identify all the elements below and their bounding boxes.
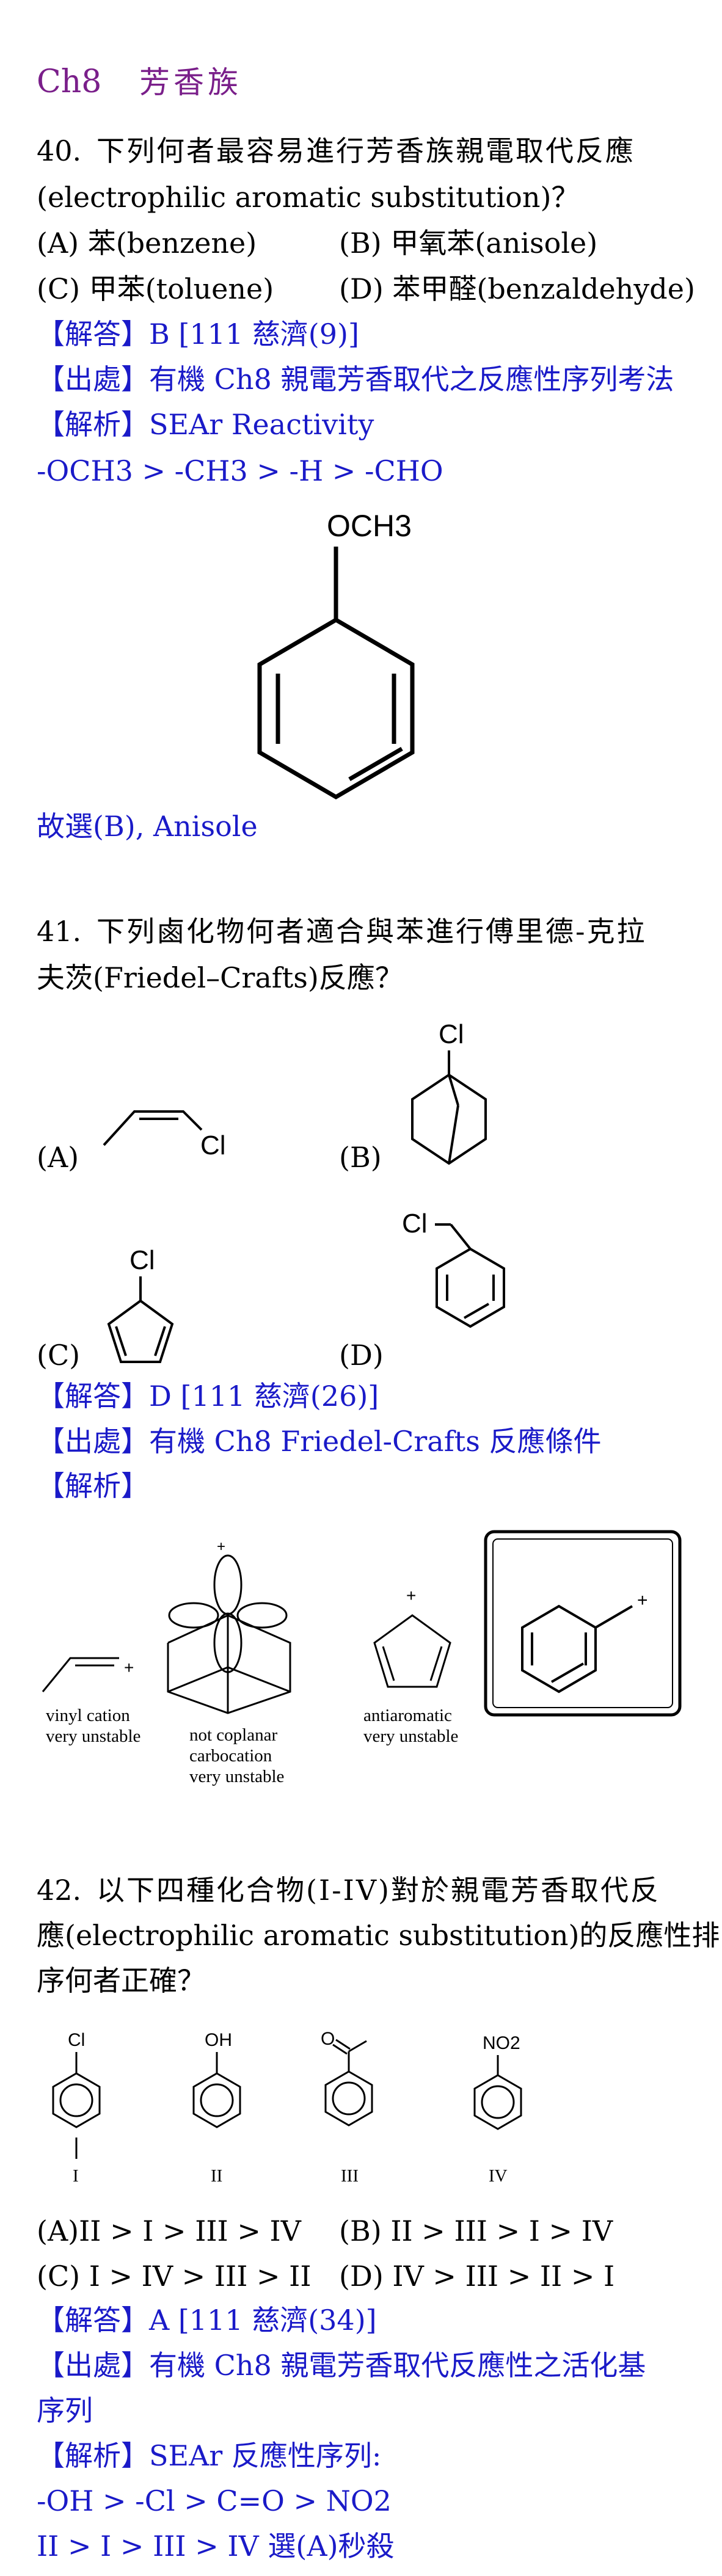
chapter-title: 芳香族 bbox=[139, 65, 242, 100]
svg-text:Cl: Cl bbox=[68, 2030, 85, 2050]
q42-stem-line3: 序何者正確？ bbox=[37, 1964, 205, 1997]
svg-text:IV: IV bbox=[489, 2166, 508, 2186]
svg-text:+: + bbox=[406, 1586, 416, 1605]
q40-number: 40. bbox=[37, 134, 82, 167]
q41-option-c: (C) bbox=[37, 1339, 81, 1372]
q42-final-answer: II > I > III > IV 選(A)秒殺 bbox=[37, 2530, 395, 2563]
q41-answer: 【解答】D [111 慈濟(26)] bbox=[37, 1380, 379, 1413]
q40-option-b: (B) 甲氧苯(anisole) bbox=[339, 227, 598, 260]
svg-text:Cl: Cl bbox=[200, 1130, 226, 1160]
q40-conclusion: 故選(B), Anisole bbox=[37, 810, 258, 843]
svg-text:NO2: NO2 bbox=[483, 2033, 520, 2053]
svg-text:+: + bbox=[124, 1658, 134, 1677]
q40-stem-line1: 下列何者最容易進行芳香族親電取代反應 bbox=[97, 134, 635, 167]
svg-text:Cl: Cl bbox=[439, 1019, 464, 1049]
svg-text:II: II bbox=[211, 2166, 222, 2186]
q42-option-a: (A)II > I > III > IV bbox=[37, 2214, 301, 2247]
svg-text:antiaromatic: antiaromatic bbox=[363, 1706, 452, 1725]
q42-source-line2: 序列 bbox=[37, 2394, 93, 2427]
q40-stem-line2: (electrophilic aromatic substitution)？ bbox=[37, 181, 580, 214]
q41-explanation-figure: + vinyl cation very unstable + not copla… bbox=[42, 1530, 682, 1786]
q41-structure-c: Cl bbox=[107, 1245, 174, 1363]
q42-option-b: (B) II > III > I > IV bbox=[339, 2214, 613, 2247]
svg-text:carbocation: carbocation bbox=[189, 1746, 272, 1766]
svg-text:very unstable: very unstable bbox=[363, 1726, 458, 1746]
q41-structure-b: Cl bbox=[411, 1019, 487, 1165]
q42-number: 42. bbox=[37, 1874, 82, 1907]
q41-structure-a: Cl bbox=[103, 1110, 226, 1160]
q41-option-a: (A) bbox=[37, 1141, 79, 1174]
svg-text:I: I bbox=[73, 2166, 79, 2186]
q42-reactivity-order: -OH > -Cl > C=O > NO2 bbox=[37, 2484, 392, 2517]
q40-reactivity-order: -OCH3 > -CH3 > -H > -CHO bbox=[37, 454, 443, 487]
svg-text:not coplanar: not coplanar bbox=[189, 1725, 277, 1745]
anisole-structure: OCH3 bbox=[257, 509, 415, 800]
q42-analysis: 【解析】SEAr 反應性序列: bbox=[37, 2439, 382, 2472]
q41-source: 【出處】有機 Ch8 Friedel-Crafts 反應條件 bbox=[37, 1425, 602, 1458]
q41-option-b: (B) bbox=[339, 1141, 382, 1174]
svg-text:OH: OH bbox=[205, 2030, 232, 2050]
q40-answer: 【解答】B [111 慈濟(9)] bbox=[37, 318, 359, 351]
svg-text:Cl: Cl bbox=[129, 1245, 155, 1275]
q42-stem-line2: 應(electrophilic aromatic substitution)的反… bbox=[37, 1919, 720, 1952]
q41-stem-line1: 下列鹵化物何者適合與苯進行傅里德-克拉 bbox=[97, 915, 647, 948]
q42-source-line1: 【出處】有機 Ch8 親電芳香取代反應性之活化基 bbox=[37, 2349, 646, 2382]
q41-stem-line2: 夫茨(Friedel–Crafts)反應？ bbox=[37, 961, 403, 994]
svg-text:very unstable: very unstable bbox=[189, 1767, 284, 1786]
q40-option-d: (D) 苯甲醛(benzaldehyde) bbox=[339, 272, 695, 305]
chapter-code: Ch8 bbox=[37, 64, 102, 100]
q41-structure-d: Cl bbox=[402, 1209, 505, 1328]
q42-option-c: (C) I > IV > III > II bbox=[37, 2260, 312, 2293]
svg-text:III: III bbox=[341, 2166, 359, 2186]
q41-option-d: (D) bbox=[339, 1339, 384, 1372]
q41-analysis: 【解析】 bbox=[37, 1469, 149, 1502]
q42-stem-line1: 以下四種化合物(I-IV)對於親電芳香取代反 bbox=[97, 1874, 660, 1907]
q42-compounds-figure: Cl OH O NO2 I II III IV bbox=[52, 2029, 522, 2186]
svg-text:+: + bbox=[637, 1590, 648, 1610]
svg-text:vinyl cation: vinyl cation bbox=[46, 1706, 130, 1725]
q40-option-c: (C) 甲苯(toluene) bbox=[37, 272, 274, 305]
svg-text:Cl: Cl bbox=[402, 1209, 428, 1239]
q40-option-a: (A) 苯(benzene) bbox=[37, 227, 257, 260]
q42-answer: 【解答】A [111 慈濟(34)] bbox=[37, 2304, 377, 2337]
svg-text:very unstable: very unstable bbox=[46, 1726, 140, 1746]
anisole-label: OCH3 bbox=[327, 509, 412, 543]
q40-analysis: 【解析】SEAr Reactivity bbox=[37, 408, 374, 441]
q42-option-d: (D) IV > III > II > I bbox=[339, 2260, 615, 2293]
svg-text:+: + bbox=[217, 1538, 225, 1555]
svg-text:O: O bbox=[321, 2029, 335, 2049]
q40-source: 【出處】有機 Ch8 親電芳香取代之反應性序列考法 bbox=[37, 363, 674, 396]
q41-number: 41. bbox=[37, 915, 82, 948]
